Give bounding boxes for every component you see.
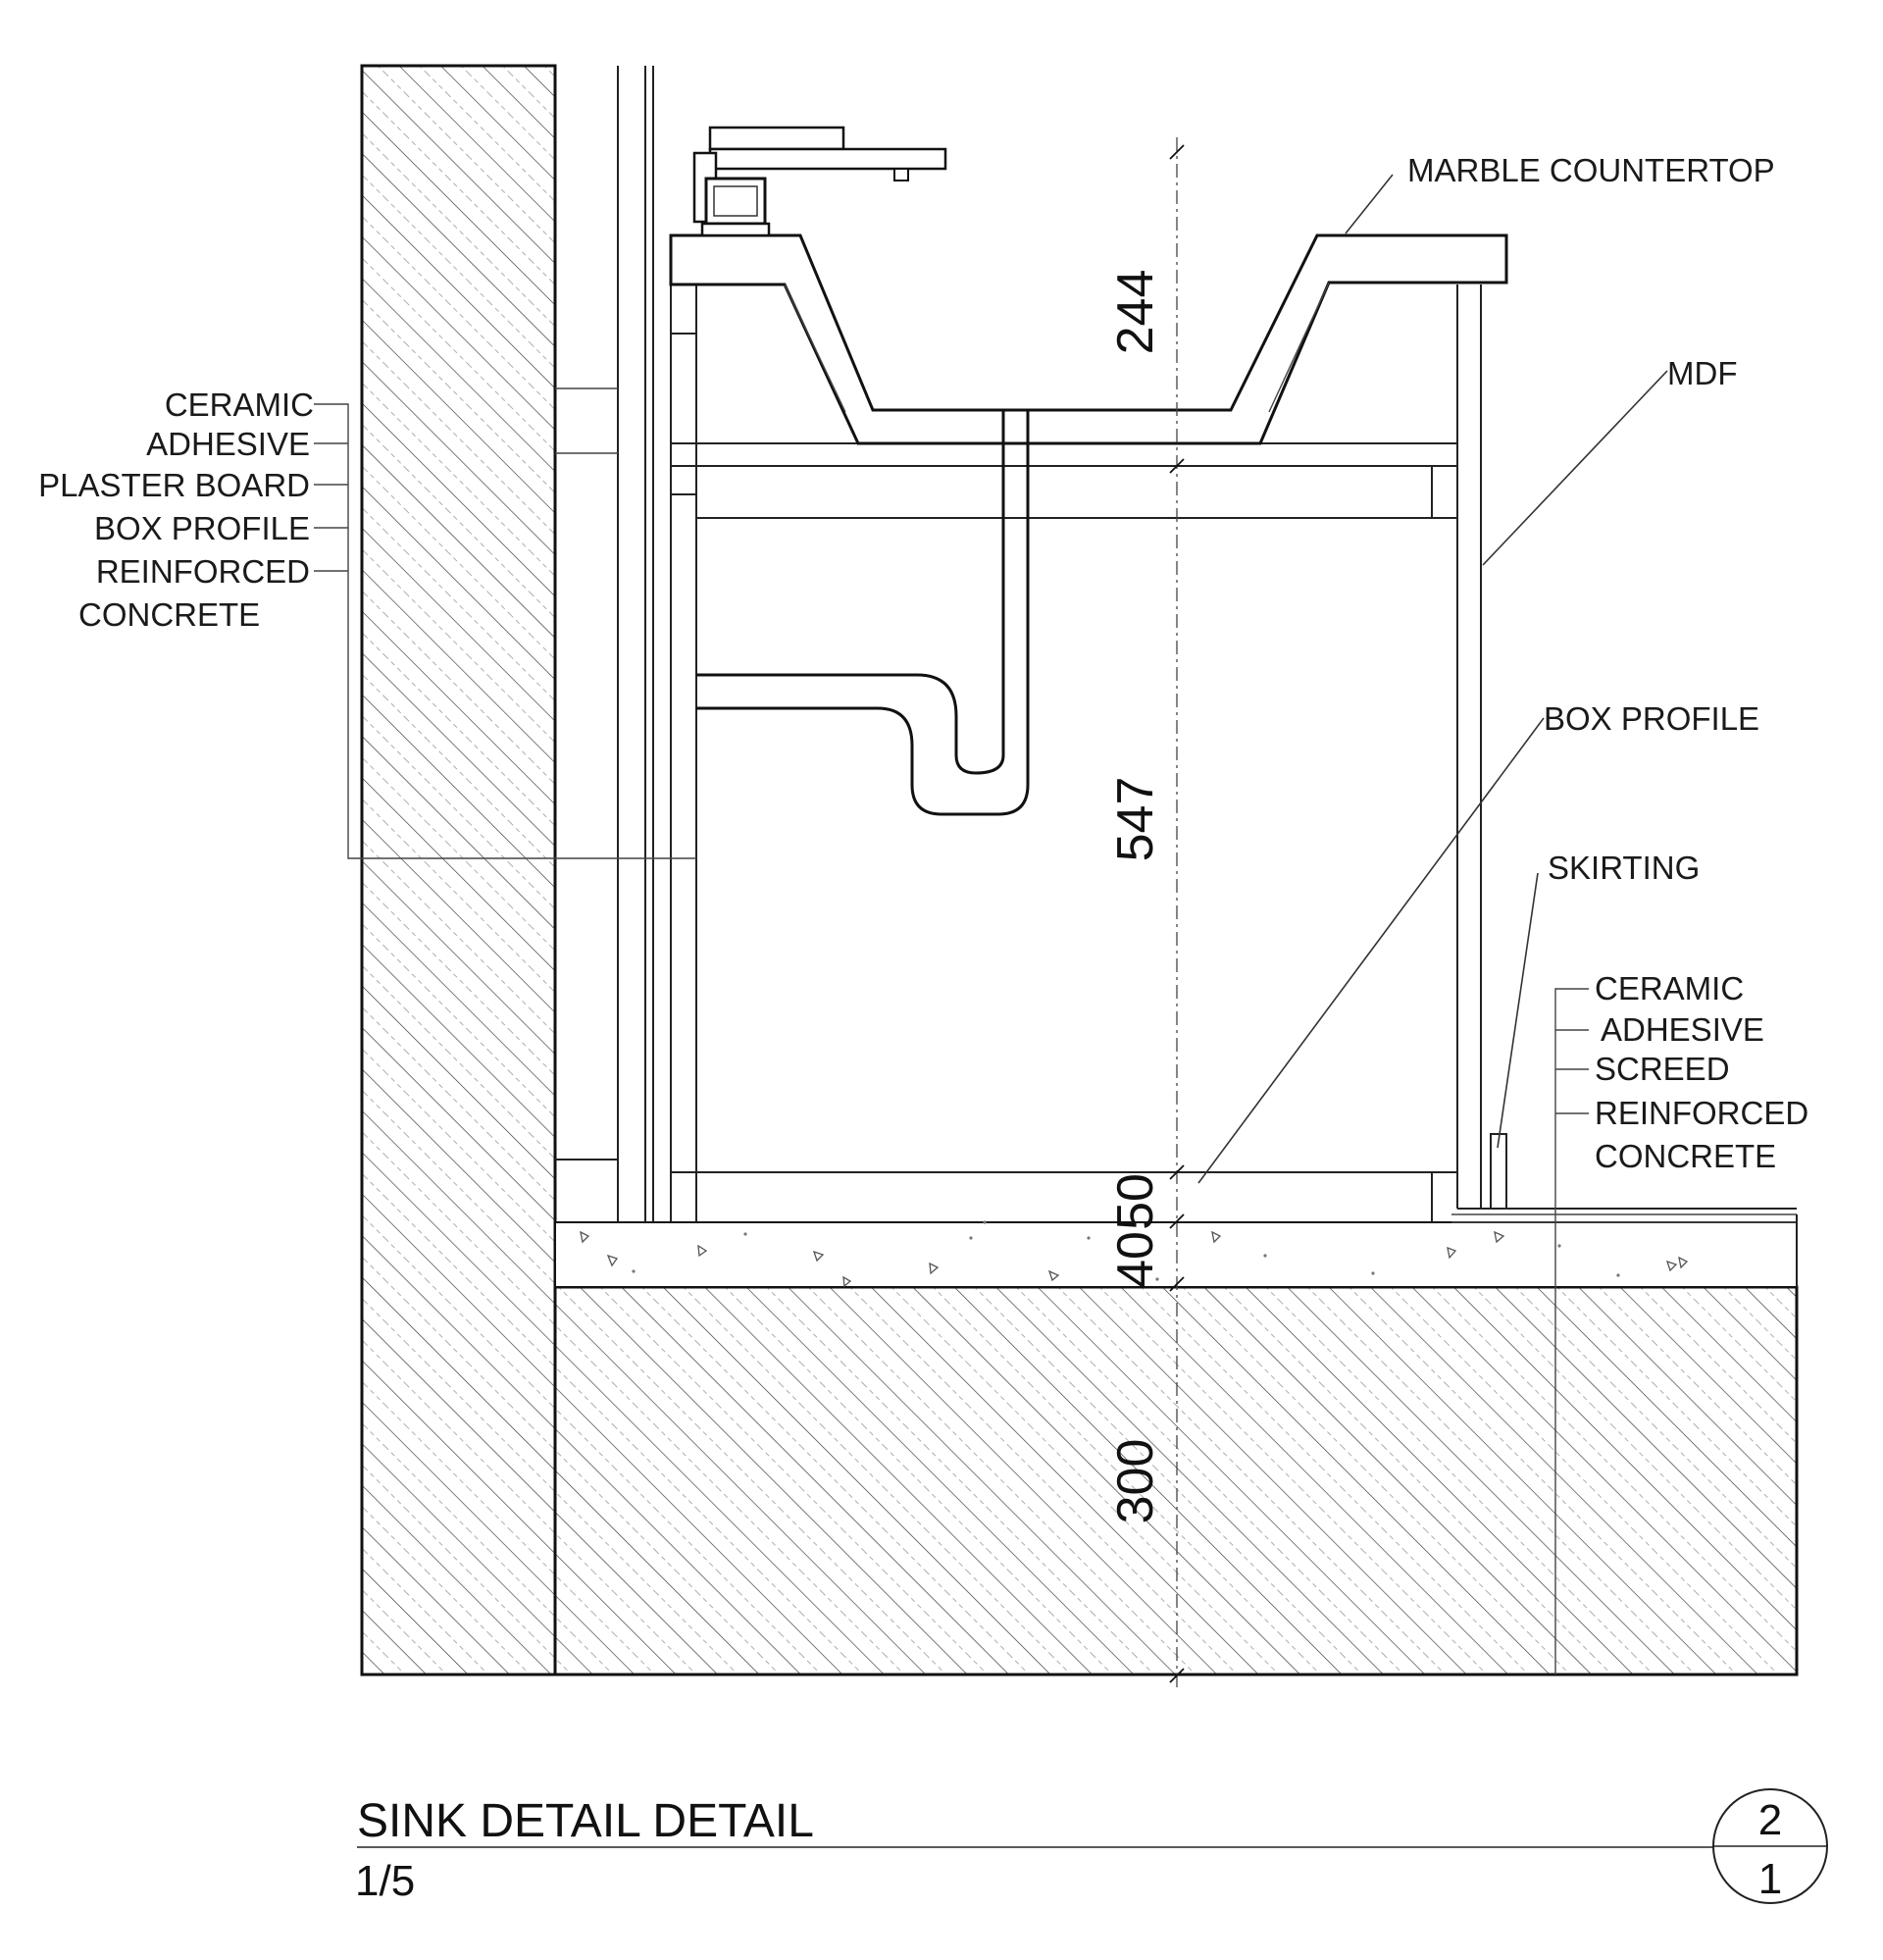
- floor-label-ceramic: CERAMIC: [1595, 970, 1744, 1006]
- drawing-scale: 1/5: [355, 1857, 415, 1905]
- floor-label-adhesive: ADHESIVE: [1601, 1011, 1764, 1048]
- drawing-title: SINK DETAIL DETAIL: [357, 1795, 814, 1847]
- left-label-adhesive: ADHESIVE: [146, 426, 310, 462]
- sheet-number: 1: [1758, 1855, 1782, 1903]
- dimension-screed: 50: [1107, 1173, 1164, 1230]
- skirting: [1490, 1133, 1507, 1210]
- left-label-box-profile: BOX PROFILE: [94, 510, 310, 546]
- concrete-slab: [553, 1285, 1799, 1676]
- dimension-finish: 40: [1107, 1231, 1164, 1288]
- floor-material-tags: CERAMIC ADHESIVE SCREED REINFORCED CONCR…: [1554, 970, 1808, 1675]
- dimension-countertop: 244: [1107, 270, 1164, 355]
- concrete-wall: [360, 64, 557, 1676]
- faucet: [692, 126, 947, 237]
- left-label-reinforced: REINFORCED: [96, 553, 310, 590]
- screed-aggregate: [580, 1230, 1689, 1288]
- label-box-profile-right: BOX PROFILE: [1544, 700, 1759, 737]
- left-label-concrete: CONCRETE: [78, 596, 260, 633]
- floor-label-concrete: CONCRETE: [1595, 1138, 1776, 1174]
- left-label-plaster-board: PLASTER BOARD: [38, 467, 310, 503]
- dimension-slab: 300: [1107, 1439, 1164, 1524]
- dimension-cabinet: 547: [1107, 777, 1164, 862]
- left-label-ceramic: CERAMIC: [165, 387, 314, 423]
- marble-countertop: [669, 233, 1508, 445]
- label-mdf: MDF: [1667, 355, 1737, 391]
- label-skirting: SKIRTING: [1548, 850, 1700, 886]
- wall-finish-layers: [555, 66, 654, 1222]
- floor-label-reinforced: REINFORCED: [1595, 1095, 1808, 1131]
- floor-label-screed: SCREED: [1595, 1051, 1730, 1087]
- left-material-tags: CERAMIC ADHESIVE PLASTER BOARD BOX PROFI…: [38, 387, 696, 859]
- label-marble-countertop: MARBLE COUNTERTOP: [1407, 152, 1775, 188]
- detail-number: 2: [1758, 1796, 1782, 1844]
- screed-layer: [554, 1221, 1798, 1288]
- drain-pipe: [696, 410, 1030, 816]
